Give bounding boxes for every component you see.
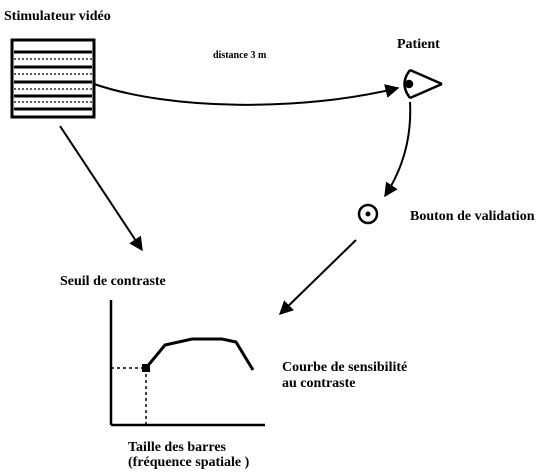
threshold-point [142, 364, 150, 372]
eye-icon [403, 68, 443, 100]
curve-label-line1: Courbe de sensibilité [282, 360, 407, 375]
stimulator-label: Stimulateur vidéo [4, 9, 111, 24]
sensitivity-curve [144, 337, 255, 371]
distance-label: distance 3 m [213, 50, 267, 61]
stimulator-to-threshold-arrow [59, 125, 143, 252]
stimulator-to-patient-arrow [93, 83, 400, 106]
threshold-label: Seuil de contraste [60, 274, 166, 289]
push-button-icon [357, 203, 379, 225]
xaxis-label-line2: (fréquence spatiale ) [128, 455, 250, 470]
xaxis-label-line1: Taille des barres [128, 440, 227, 455]
button-to-curve-arrow [278, 239, 357, 315]
curve-label-line2: au contraste [282, 376, 356, 391]
patient-label: Patient [397, 37, 440, 52]
button-label: Bouton de validation [410, 209, 535, 224]
sensitivity-plot [109, 300, 265, 427]
video-monitor-icon [10, 38, 96, 119]
patient-to-button-arrow [384, 101, 412, 198]
